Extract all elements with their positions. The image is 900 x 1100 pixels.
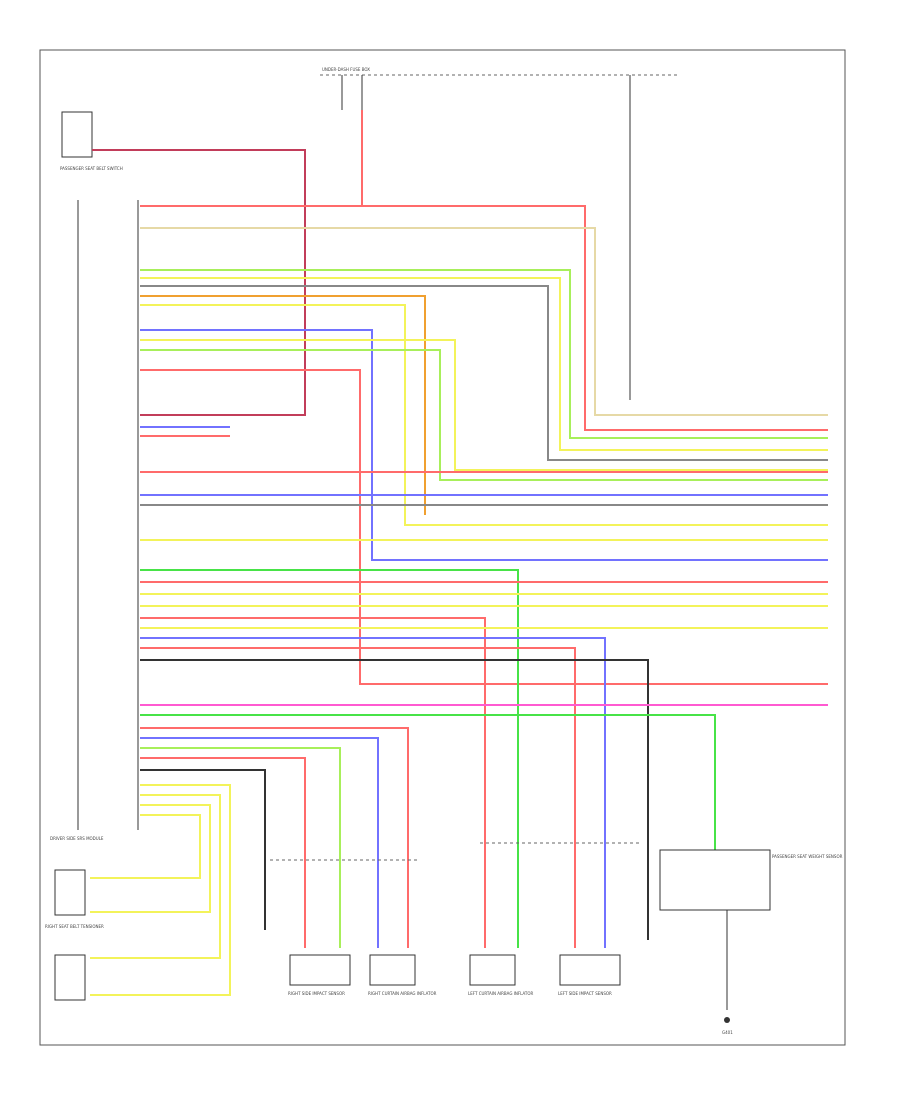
- wire-2: [140, 227, 828, 416]
- wire-6: [140, 295, 426, 515]
- wire-24: [140, 637, 606, 948]
- wire-31: [140, 747, 341, 948]
- left-side-sensor-label: LEFT SIDE IMPACT SENSOR: [558, 991, 612, 996]
- wire-1: [140, 205, 828, 431]
- wire-5: [140, 285, 828, 461]
- wire-22: [140, 617, 486, 948]
- passenger-switch-label: PASSENGER SEAT BELT SWITCH: [60, 166, 123, 171]
- wire-9: [140, 339, 828, 471]
- wire-0: [92, 149, 306, 416]
- wire-37: [90, 814, 201, 879]
- right-side-sensor-box: [289, 954, 351, 986]
- wire-3: [140, 269, 828, 439]
- ground-symbol: [724, 1017, 730, 1023]
- ground-label: G401: [722, 1030, 733, 1035]
- passenger-switch-box: [61, 111, 93, 158]
- wire-32: [140, 757, 306, 948]
- right-belt-box: [54, 869, 86, 916]
- right-side-sensor-label: RIGHT SIDE IMPACT SENSOR: [288, 991, 345, 996]
- wire-26: [140, 659, 649, 940]
- fuse-box-label: UNDER-DASH FUSE BOX: [322, 67, 370, 72]
- wire-34: [90, 784, 231, 996]
- occupant-sensor-label: PASSENGER SEAT WEIGHT SENSOR: [772, 854, 843, 859]
- right-belt-label: RIGHT SEAT BELT TENSIONER: [45, 924, 104, 929]
- left-side-sensor-box: [559, 954, 621, 986]
- wire-35: [90, 794, 221, 959]
- wire-18: [140, 569, 519, 948]
- wire-10: [140, 349, 828, 481]
- wire-29: [140, 727, 409, 948]
- occupant-sensor-box: [659, 849, 771, 911]
- wire-28: [140, 714, 716, 850]
- wire-group: [90, 110, 828, 996]
- driver-module-label: DRIVER SIDE SRS MODULE: [50, 836, 104, 841]
- left-belt-box: [54, 954, 86, 1001]
- wire-33: [140, 769, 266, 930]
- left-curtain-label: LEFT CURTAIN AIRBAG INFLATOR: [468, 991, 534, 996]
- wire-36: [90, 804, 211, 913]
- wire-11: [140, 369, 828, 685]
- wire-4: [140, 277, 828, 451]
- diagram-frame: [39, 49, 846, 1046]
- right-curtain-label: RIGHT CURTAIN AIRBAG INFLATOR: [368, 991, 437, 996]
- wire-7: [140, 304, 828, 526]
- right-curtain-box: [369, 954, 416, 986]
- left-curtain-box: [469, 954, 516, 986]
- wire-25: [140, 647, 576, 948]
- wire-8: [140, 329, 828, 561]
- wire-30: [140, 737, 379, 948]
